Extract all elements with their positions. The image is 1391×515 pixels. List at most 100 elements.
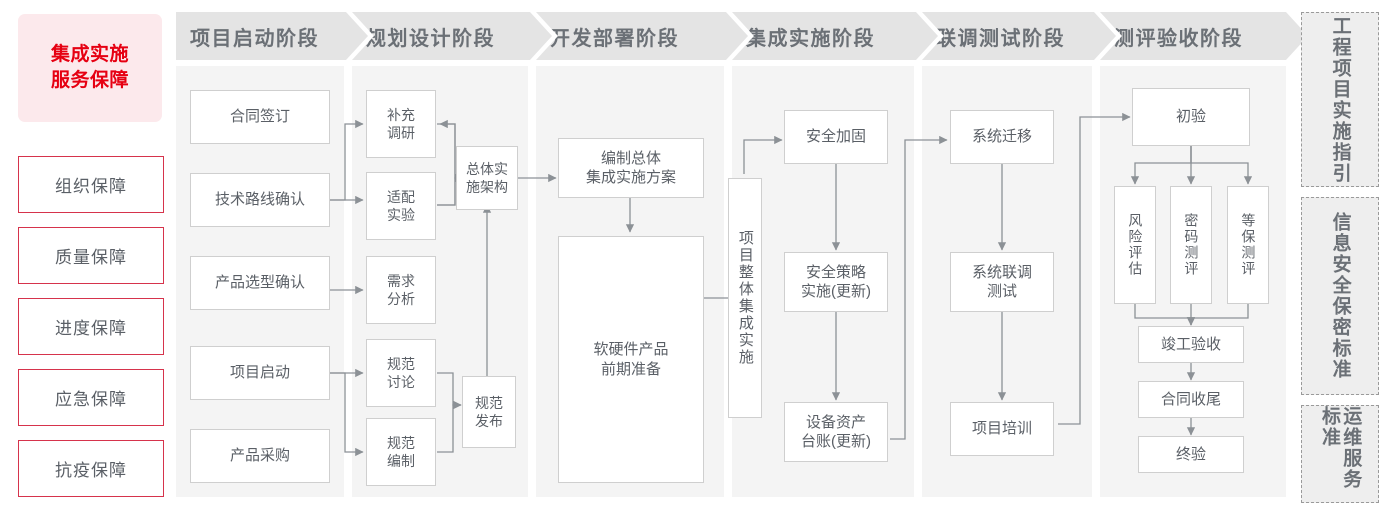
node-spec-discussion[interactable]: 规范 讨论 — [366, 339, 436, 407]
node-label: 项目整体集成实施 — [736, 230, 754, 366]
node-overall-project-integration[interactable]: 项目整体集成实施 — [728, 178, 762, 418]
rail-item-organization[interactable]: 组织保障 — [18, 156, 164, 213]
node-label-line-1: 适配 — [387, 188, 415, 205]
rail-item-label: 抗疫保障 — [55, 461, 127, 480]
node-label: 密码测评 — [1183, 213, 1200, 277]
node-label-line-2: 讨论 — [387, 374, 415, 390]
rail-item-epidemic[interactable]: 抗疫保障 — [18, 440, 164, 497]
node-label: 系统迁移 — [971, 128, 1032, 146]
node-label-line-1: 设备资产 — [805, 413, 866, 431]
node-product-procurement[interactable]: 产品采购 — [190, 429, 330, 483]
rail-item-label: 质量保障 — [55, 248, 127, 267]
node-preliminary-acceptance[interactable]: 初验 — [1132, 88, 1250, 146]
rail-item-schedule[interactable]: 进度保障 — [18, 298, 164, 355]
phase-header-label: 开发部署阶段 — [550, 27, 679, 50]
phase-header-integration: 集成实施阶段 — [732, 12, 938, 60]
node-label: 项目培训 — [971, 420, 1032, 438]
phase-header-planning-design: 规划设计阶段 — [352, 12, 552, 60]
node-label-line-2: 调研 — [387, 125, 415, 141]
node-label: 初验 — [1175, 108, 1206, 126]
phase-header-label: 集成实施阶段 — [746, 27, 875, 50]
std-label: 工程项目实施指引 — [1329, 15, 1351, 184]
node-tech-route-confirm[interactable]: 技术路线确认 — [190, 173, 330, 227]
phase-header-joint-testing: 联调测试阶段 — [922, 12, 1116, 60]
rail-title-line-2: 服务保障 — [50, 70, 129, 91]
node-asset-ledger[interactable]: 设备资产 台账(更新) — [784, 402, 888, 462]
rail-title-line-1: 集成实施 — [50, 44, 129, 66]
node-label-line-2: 施架构 — [466, 179, 508, 195]
node-contract-signing[interactable]: 合同签订 — [190, 90, 330, 144]
rail-item-label: 进度保障 — [55, 319, 127, 338]
node-spec-drafting[interactable]: 规范 编制 — [366, 418, 436, 486]
node-label-line-2: 编制 — [387, 453, 415, 469]
node-label-line-2: 台账(更新) — [801, 433, 871, 450]
node-final-acceptance[interactable]: 终验 — [1138, 436, 1244, 473]
rail-title-card: 集成实施 服务保障 — [18, 14, 162, 122]
node-system-migration[interactable]: 系统迁移 — [950, 110, 1054, 164]
node-security-hardening[interactable]: 安全加固 — [784, 110, 888, 164]
rail-item-quality[interactable]: 质量保障 — [18, 227, 164, 284]
node-adaptation-experiment[interactable]: 适配 实验 — [366, 172, 436, 240]
phase-header-initiation: 项目启动阶段 — [176, 12, 368, 60]
node-label-line-2: 测试 — [986, 283, 1017, 300]
phase-header-label: 项目启动阶段 — [190, 27, 319, 50]
phase-header-label: 联调测试阶段 — [936, 27, 1065, 50]
std-label: 运维服务标准 — [1319, 406, 1362, 490]
node-security-policy-impl[interactable]: 安全策略 实施(更新) — [784, 252, 888, 312]
node-label-line-1: 规范 — [387, 355, 415, 372]
std-ops-service[interactable]: 运维服务标准 — [1301, 405, 1379, 503]
node-label-line-1: 软硬件产品 — [593, 341, 669, 358]
node-label: 技术路线确认 — [214, 191, 305, 209]
std-infosec-confidential[interactable]: 信息安全保密标准 — [1301, 197, 1379, 395]
node-label-line-2: 实施(更新) — [801, 283, 871, 300]
phase-header-evaluation-acceptance: 测评验收阶段 — [1100, 12, 1308, 60]
rail-item-label: 组织保障 — [55, 177, 127, 196]
node-requirement-analysis[interactable]: 需求 分析 — [366, 256, 436, 324]
phase-header-label: 规划设计阶段 — [366, 27, 495, 50]
node-mlps-evaluation[interactable]: 等保测评 — [1227, 186, 1269, 304]
node-contract-closeout[interactable]: 合同收尾 — [1138, 381, 1244, 418]
node-label-line-2: 前期准备 — [600, 360, 661, 378]
phase-header-dev-deploy: 开发部署阶段 — [536, 12, 748, 60]
node-risk-assessment[interactable]: 风险评估 — [1114, 186, 1156, 304]
node-label: 项目启动 — [229, 364, 290, 382]
rail-item-label: 应急保障 — [55, 390, 127, 409]
node-label: 产品选型确认 — [214, 274, 305, 292]
node-label: 产品采购 — [229, 447, 290, 465]
node-project-kickoff[interactable]: 项目启动 — [190, 346, 330, 400]
node-label: 竣工验收 — [1160, 335, 1221, 353]
node-label-line-1: 安全策略 — [805, 263, 866, 281]
phase-header-label: 测评验收阶段 — [1114, 27, 1243, 50]
node-completion-acceptance[interactable]: 竣工验收 — [1138, 326, 1244, 363]
node-label-line-1: 规范 — [387, 434, 415, 451]
node-label-line-1: 补充 — [387, 106, 415, 123]
std-label: 信息安全保密标准 — [1329, 212, 1351, 380]
node-label-line-1: 规范 — [475, 394, 503, 411]
node-label: 风险评估 — [1127, 213, 1144, 277]
node-label: 合同收尾 — [1160, 390, 1221, 408]
node-product-selection[interactable]: 产品选型确认 — [190, 256, 330, 310]
node-joint-debug-test[interactable]: 系统联调 测试 — [950, 252, 1054, 312]
node-label: 安全加固 — [805, 128, 866, 146]
node-label-line-2: 发布 — [475, 413, 503, 429]
node-label: 合同签订 — [229, 108, 290, 126]
node-overall-architecture[interactable]: 总体实 施架构 — [456, 146, 518, 210]
node-label: 等保测评 — [1240, 213, 1257, 277]
node-label-line-1: 编制总体 — [600, 149, 661, 167]
node-label-line-1: 系统联调 — [971, 263, 1032, 281]
std-engineering-guideline[interactable]: 工程项目实施指引 — [1301, 12, 1379, 187]
node-label-line-1: 需求 — [387, 272, 415, 289]
node-crypto-evaluation[interactable]: 密码测评 — [1170, 186, 1212, 304]
node-overall-integration-plan[interactable]: 编制总体 集成实施方案 — [558, 138, 704, 198]
node-label-line-2: 分析 — [387, 291, 415, 307]
node-hw-sw-preparation[interactable]: 软硬件产品 前期准备 — [558, 236, 704, 483]
rail-item-emergency[interactable]: 应急保障 — [18, 369, 164, 426]
node-spec-release[interactable]: 规范 发布 — [462, 376, 516, 448]
node-supplementary-research[interactable]: 补充 调研 — [366, 90, 436, 158]
node-label: 终验 — [1175, 445, 1206, 463]
node-label-line-2: 集成实施方案 — [585, 169, 676, 186]
node-project-training[interactable]: 项目培训 — [950, 402, 1054, 456]
node-label-line-1: 总体实 — [466, 160, 508, 177]
